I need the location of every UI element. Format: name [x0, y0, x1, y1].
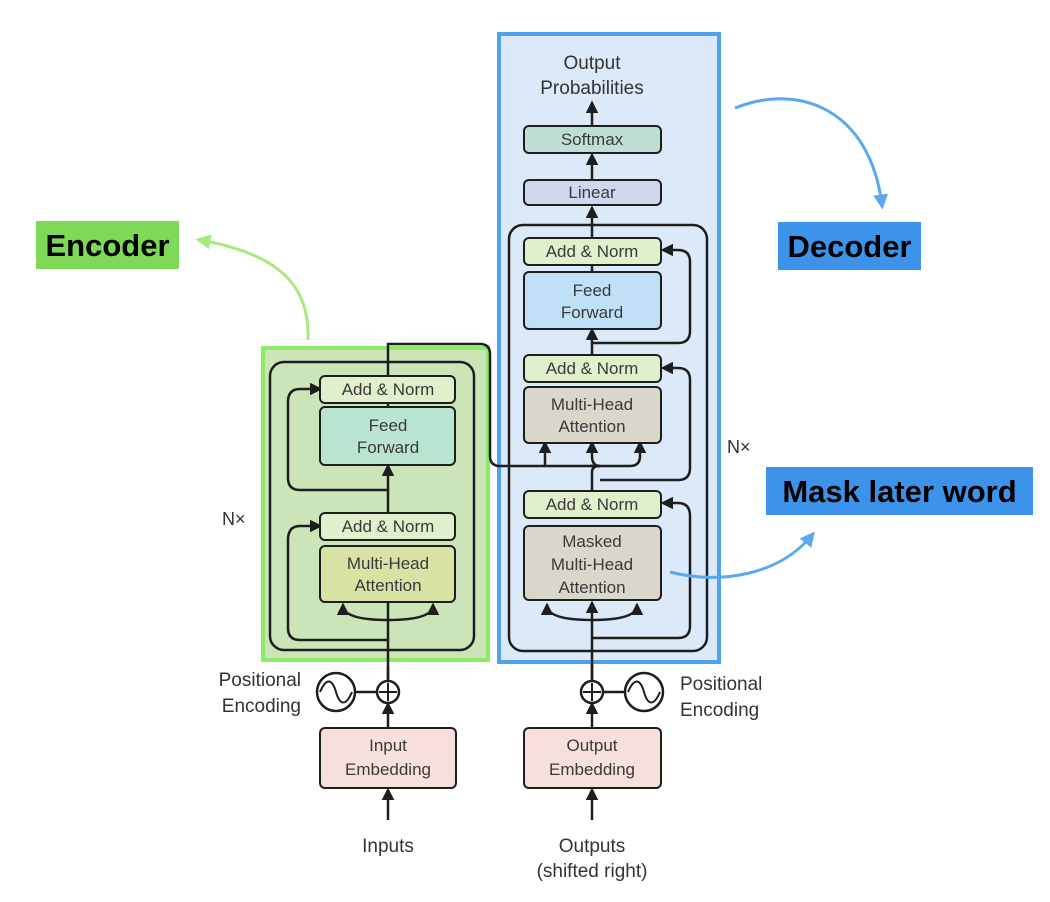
encoder-annotation-arrow [195, 234, 310, 341]
decoder-softmax [523, 125, 662, 154]
encoder-ff-line1: Feed [369, 416, 408, 435]
output-embedding [523, 727, 662, 789]
input-embedding-line1: Input [369, 736, 407, 755]
decoder-nx-label: N× [727, 437, 751, 457]
decoder-feed-forward [523, 271, 662, 330]
output-probabilities-line2: Probabilities [540, 78, 644, 99]
decoder-masked-line3: Attention [558, 578, 625, 597]
add-circle-left-icon [375, 679, 401, 705]
encoder-add-norm-bottom [319, 512, 456, 541]
positional-encoding-left-icon [315, 671, 357, 713]
encoder-feed-forward [319, 406, 456, 466]
encoder-add-norm-top [319, 375, 456, 404]
output-embedding-line1: Output [566, 736, 617, 755]
encoder-add-norm-bottom-label: Add & Norm [342, 517, 435, 536]
encoder-mha-line1: Multi-Head [347, 554, 429, 573]
positional-encoding-left-line2: Encoding [222, 696, 301, 717]
encoder-stack [268, 360, 476, 652]
decoder-add-norm-mid-label: Add & Norm [546, 359, 639, 378]
decoder-softmax-label: Softmax [561, 130, 624, 149]
input-embedding-line2: Embedding [345, 760, 431, 779]
positional-encoding-left-line1: Positional [219, 670, 301, 691]
encoder-ff-line2: Forward [357, 438, 419, 457]
encoder-connections [286, 342, 647, 710]
positional-encoding-right-icon [623, 671, 665, 713]
decoder-masked-multi-head-attention [523, 525, 662, 601]
encoder-add-norm-top-label: Add & Norm [342, 380, 435, 399]
input-embedding [319, 727, 457, 789]
decoder-tag: Decoder [778, 222, 921, 270]
positional-encoding-right-line1: Positional [680, 674, 762, 695]
decoder-linear [523, 179, 662, 206]
inputs-label: Inputs [362, 836, 414, 857]
decoder-annotation-arrow [734, 97, 889, 210]
mask-annotation-arrow [669, 531, 815, 579]
positional-encoding-right-line2: Encoding [680, 700, 759, 721]
output-embedding-line2: Embedding [549, 760, 635, 779]
decoder-masked-line1: Masked [562, 532, 622, 551]
encoder-nx-label: N× [222, 509, 246, 529]
decoder-multi-head-attention [523, 386, 662, 444]
decoder-linear-label: Linear [568, 183, 616, 202]
output-probabilities-line1: Output [563, 53, 621, 74]
decoder-ff-line1: Feed [573, 281, 612, 300]
decoder-add-norm-bottom [523, 490, 662, 519]
input-connections [355, 664, 624, 820]
decoder-add-norm-bottom-label: Add & Norm [546, 495, 639, 514]
encoder-mha-line2: Attention [354, 576, 421, 595]
decoder-add-norm-top-label: Add & Norm [546, 242, 639, 261]
decoder-stack [507, 223, 709, 653]
decoder-mha-line2: Attention [558, 417, 625, 436]
decoder-add-norm-mid [523, 354, 662, 383]
add-circle-right-icon [579, 679, 605, 705]
outputs-label-line1: Outputs [559, 836, 626, 857]
outputs-label-line2: (shifted right) [537, 861, 648, 882]
decoder-mha-line1: Multi-Head [551, 395, 633, 414]
mask-tag: Mask later word [766, 467, 1033, 515]
decoder-ff-line2: Forward [561, 303, 623, 322]
decoder-add-norm-top [523, 237, 662, 266]
encoder-multi-head-attention [319, 545, 456, 603]
decoder-masked-line2: Multi-Head [551, 555, 633, 574]
encoder-tag: Encoder [36, 221, 179, 269]
